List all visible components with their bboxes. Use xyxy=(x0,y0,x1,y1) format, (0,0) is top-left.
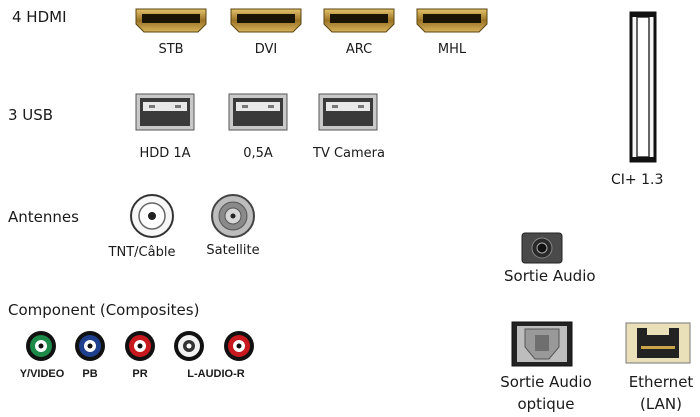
hdmi-connector-icon xyxy=(135,8,207,33)
coax-connector-icon xyxy=(130,194,174,238)
ci-slot-label: CI+ 1.3 xyxy=(611,172,664,188)
ethernet-port xyxy=(625,322,691,364)
hdmi-connector-icon xyxy=(323,8,395,33)
optical-port-icon xyxy=(511,321,573,367)
hdmi-connector-icon xyxy=(416,8,488,33)
optical-out-label: Sortie Audio optique xyxy=(497,371,595,415)
optical-out-label-line1: Sortie Audio xyxy=(500,373,592,391)
antenna-port-satellite xyxy=(210,193,256,239)
component-label-pb: PB xyxy=(82,368,98,380)
rca-red-icon xyxy=(224,331,254,361)
component-section-label: Component (Composites) xyxy=(8,301,200,319)
usb-label-hdd: HDD 1A xyxy=(139,146,191,161)
rca-red-icon xyxy=(125,331,155,361)
usb-port-camera xyxy=(318,93,378,131)
hdmi-label-arc: ARC xyxy=(345,42,373,57)
usb-connector-icon xyxy=(318,93,378,131)
ci-slot xyxy=(628,11,658,163)
audio-out-label: Sortie Audio xyxy=(504,267,596,285)
usb-port-hdd xyxy=(135,93,195,131)
hdmi-connector-icon xyxy=(230,8,302,33)
rca-blue-icon xyxy=(75,331,105,361)
usb-label-camera: TV Camera xyxy=(313,146,385,161)
hdmi-label-dvi: DVI xyxy=(254,42,278,57)
satellite-connector-icon xyxy=(211,194,255,238)
optical-out-label-line2: optique xyxy=(517,395,575,413)
antenna-section-label: Antennes xyxy=(8,208,79,226)
component-label-pr: PR xyxy=(132,368,148,380)
component-jack-pr xyxy=(124,330,156,362)
audio-out-port xyxy=(521,232,563,264)
component-jack-pb xyxy=(74,330,106,362)
ethernet-port-icon xyxy=(625,322,691,364)
usb-label-05a: 0,5A xyxy=(243,146,273,161)
ethernet-label: Ethernet (LAN) xyxy=(622,371,700,415)
optical-out-port xyxy=(511,321,573,367)
hdmi-section-label: 4 HDMI xyxy=(12,8,67,26)
antenna-label-satellite: Satellite xyxy=(206,243,260,258)
usb-connector-icon xyxy=(228,93,288,131)
rca-green-icon xyxy=(26,331,56,361)
ethernet-label-line2: (LAN) xyxy=(640,395,682,413)
hdmi-port-mhl xyxy=(415,6,489,34)
component-jack-y-video xyxy=(25,330,57,362)
component-jack-audio-l xyxy=(173,330,205,362)
ci-slot-icon xyxy=(629,11,657,163)
hdmi-port-arc xyxy=(322,6,396,34)
hdmi-port-stb xyxy=(134,6,208,34)
component-label-y-video: Y/VIDEO xyxy=(19,368,65,380)
component-jack-audio-r xyxy=(223,330,255,362)
usb-port-05a xyxy=(228,93,288,131)
component-label-audio: L-AUDIO-R xyxy=(187,368,245,380)
hdmi-label-mhl: MHL xyxy=(437,42,467,57)
antenna-port-tnt xyxy=(129,193,175,239)
antenna-label-tnt: TNT/Câble xyxy=(108,245,176,260)
usb-section-label: 3 USB xyxy=(8,106,54,124)
usb-connector-icon xyxy=(135,93,195,131)
headphone-jack-icon xyxy=(521,232,563,264)
ethernet-label-line1: Ethernet xyxy=(628,373,694,391)
hdmi-port-dvi xyxy=(229,6,303,34)
hdmi-label-stb: STB xyxy=(158,42,184,57)
rca-white-icon xyxy=(174,331,204,361)
